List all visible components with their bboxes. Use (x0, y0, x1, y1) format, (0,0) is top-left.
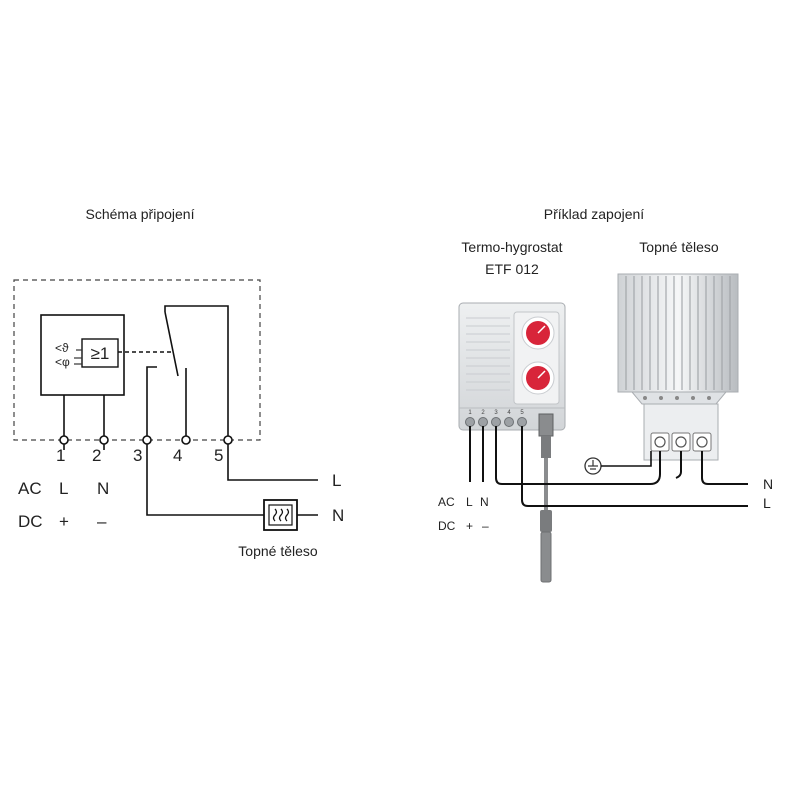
device-terminal-2 (478, 417, 488, 427)
ac-n-label: N (97, 479, 109, 498)
heat-wave-icon (272, 508, 278, 522)
connection-schematic: Schéma připojení <ϑ <φ ≥1 1 (13, 206, 344, 559)
ground-icon (584, 457, 602, 475)
heater-supply-wire (146, 444, 264, 516)
wiring-example: Příklad zapojení Termo-hygrostat ETF 012… (438, 206, 773, 583)
line-l-wire (227, 444, 318, 481)
humidity-symbol: <φ (55, 355, 70, 369)
device-enclosure (13, 279, 261, 441)
device-terminal-4 (504, 417, 514, 427)
heater-caption: Topné těleso (238, 543, 318, 559)
ac-l-label: L (59, 479, 68, 498)
example-ac-n-label: N (480, 495, 489, 509)
contact-common (164, 305, 229, 440)
dc-label: DC (18, 512, 43, 531)
dc-plus-label: + (59, 512, 69, 531)
device-terminal-number-4: 4 (507, 410, 511, 416)
line-n-label: N (332, 506, 344, 525)
heater-terminal-l (675, 436, 687, 448)
terminal-1 (59, 435, 69, 445)
device-terminal-number-2: 2 (481, 410, 485, 416)
ac-label: AC (18, 479, 42, 498)
heater-terminal-n (696, 436, 708, 448)
device-terminal-number-1: 1 (468, 410, 472, 416)
terminal-number-1: 1 (56, 446, 65, 465)
example-ac-label: AC (438, 495, 455, 509)
device-terminal-5 (517, 417, 527, 427)
out-n-label: N (763, 476, 773, 492)
schematic-title: Schéma připojení (86, 206, 195, 222)
device-terminal-number-5: 5 (520, 410, 524, 416)
terminal-number-4: 4 (173, 446, 182, 465)
terminal-number-5: 5 (214, 446, 223, 465)
terminal-number-3: 3 (133, 446, 142, 465)
wire-earth (601, 451, 652, 467)
device-name: Termo-hygrostat (461, 239, 562, 255)
wire-heater-n (701, 451, 748, 485)
device-model: ETF 012 (485, 261, 539, 277)
device-terminal-1 (465, 417, 475, 427)
example-ac-l-label: L (466, 495, 473, 509)
heater-title: Topné těleso (639, 239, 719, 255)
out-l-label: L (763, 495, 771, 511)
terminal-number-2: 2 (92, 446, 101, 465)
or-gate-label: ≥1 (91, 344, 110, 363)
heater-fins (617, 273, 739, 393)
example-dc-minus-label: – (482, 519, 489, 533)
heater-device (617, 273, 739, 461)
device-terminal-number-3: 3 (494, 410, 498, 416)
contact-blade (164, 311, 179, 377)
thermo-hygrostat-device: 1 2 3 4 5 (458, 302, 566, 431)
temperature-symbol: <ϑ (55, 341, 69, 355)
wire-terminal-3 (495, 426, 661, 485)
heater-terminal-earth (654, 436, 666, 448)
or-gate (81, 338, 119, 368)
line-l-label: L (332, 471, 341, 490)
wire-terminal-5-to-l (521, 426, 748, 507)
terminal-3 (142, 435, 152, 445)
example-dc-plus-label: + (466, 519, 473, 533)
device-terminal-3 (491, 417, 501, 427)
terminal-4 (181, 435, 191, 445)
contact-nc (146, 366, 157, 440)
terminal-5 (223, 435, 233, 445)
example-dc-label: DC (438, 519, 456, 533)
dc-minus-label: – (97, 512, 107, 531)
example-title: Příklad zapojení (544, 206, 645, 222)
terminal-2 (99, 435, 109, 445)
sensor-probe (538, 413, 554, 583)
